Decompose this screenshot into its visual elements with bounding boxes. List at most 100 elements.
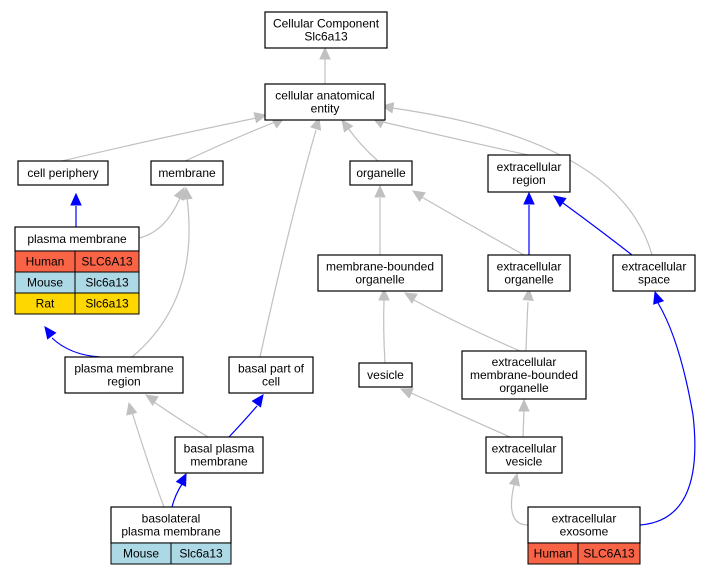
node-box	[110, 506, 232, 544]
species-label: Mouse	[123, 547, 159, 561]
node-label: membrane-bounded	[470, 368, 578, 382]
arrowhead	[508, 472, 521, 487]
annotation-row-human[interactable]: Human SLC6A13	[14, 250, 140, 273]
edge-is-a	[341, 119, 379, 162]
edge-is-a	[508, 472, 529, 526]
edge-is-a	[184, 117, 286, 162]
edge-part-of	[639, 290, 696, 526]
edge-is-a	[126, 401, 165, 508]
edge-line	[347, 127, 379, 162]
node-label: cell	[262, 375, 280, 389]
edge-is-a	[131, 186, 193, 358]
edge-is-a	[374, 184, 386, 255]
node-box	[612, 254, 696, 292]
node-periphery[interactable]: cell periphery	[17, 160, 109, 186]
node-label: extracellular	[622, 260, 687, 274]
node-label: membrane	[158, 166, 216, 180]
arrowhead	[653, 290, 665, 305]
edge-is-a	[371, 117, 529, 156]
annotation-row-mouse[interactable]: Mouse Slc6a13	[14, 271, 140, 294]
edge-line	[382, 121, 529, 156]
node-label: basal plasma	[184, 442, 255, 456]
node-label: extracellular	[492, 442, 557, 456]
node-label: plasma membrane	[74, 362, 174, 376]
edge-is-a	[138, 186, 185, 239]
node-label: plasma membrane	[27, 232, 127, 246]
edge-line	[639, 302, 696, 526]
arrowhead	[181, 186, 193, 200]
arrowhead	[310, 116, 322, 131]
edge-line	[391, 107, 653, 256]
node-box	[349, 160, 413, 186]
node-organelle[interactable]: organelle	[349, 160, 413, 186]
node-box	[317, 254, 443, 292]
node-label: organelle	[355, 273, 405, 287]
arrowhead	[553, 195, 567, 208]
edge-part-of	[171, 472, 187, 508]
node-membrane[interactable]: membrane	[150, 160, 224, 186]
edge-line	[228, 405, 258, 438]
node-box	[264, 11, 388, 49]
node-label: extracellular	[492, 355, 557, 369]
species-label: Human	[534, 547, 573, 561]
edge-part-of	[70, 192, 82, 227]
node-label: organelle	[504, 273, 554, 287]
node-box	[487, 154, 571, 193]
edge-line	[562, 202, 633, 256]
node-box	[17, 160, 109, 186]
node-label: extracellular	[497, 260, 562, 274]
node-label: space	[638, 273, 670, 287]
node-label: plasma membrane	[121, 525, 221, 539]
node-box	[14, 226, 140, 252]
species-label: Rat	[36, 297, 55, 311]
arrowhead	[44, 326, 57, 340]
node-vesicle[interactable]: vesicle	[358, 362, 413, 388]
edge-is-a	[61, 112, 268, 162]
node-label: organelle	[499, 381, 549, 395]
edge-line	[383, 299, 386, 364]
node-box	[461, 350, 587, 400]
edge-line	[153, 401, 209, 438]
edge-line	[525, 301, 529, 352]
arrowhead	[518, 398, 530, 412]
node-label: membrane-bounded	[326, 260, 434, 274]
node-label: membrane	[190, 455, 248, 469]
node-label: cellular anatomical	[275, 89, 374, 103]
edge-line	[138, 197, 181, 239]
edge-line	[184, 121, 276, 162]
edge-is-a	[319, 46, 331, 84]
species-label: Mouse	[27, 276, 63, 290]
node-box	[358, 362, 413, 388]
edge-line	[131, 197, 190, 358]
edge-is-a	[144, 394, 209, 438]
arrowhead	[378, 287, 390, 301]
species-label: Human	[26, 255, 65, 269]
gene-symbol-label: SLC6A13	[81, 255, 133, 269]
node-label: cell periphery	[27, 166, 98, 180]
node-box	[264, 83, 386, 121]
edge-line	[259, 129, 317, 358]
gene-symbol-label: Slc6a13	[85, 276, 129, 290]
edge-is-a	[378, 287, 390, 364]
node-label: entity	[311, 102, 340, 116]
edge-part-of	[523, 191, 535, 255]
node-label: exosome	[560, 525, 609, 539]
